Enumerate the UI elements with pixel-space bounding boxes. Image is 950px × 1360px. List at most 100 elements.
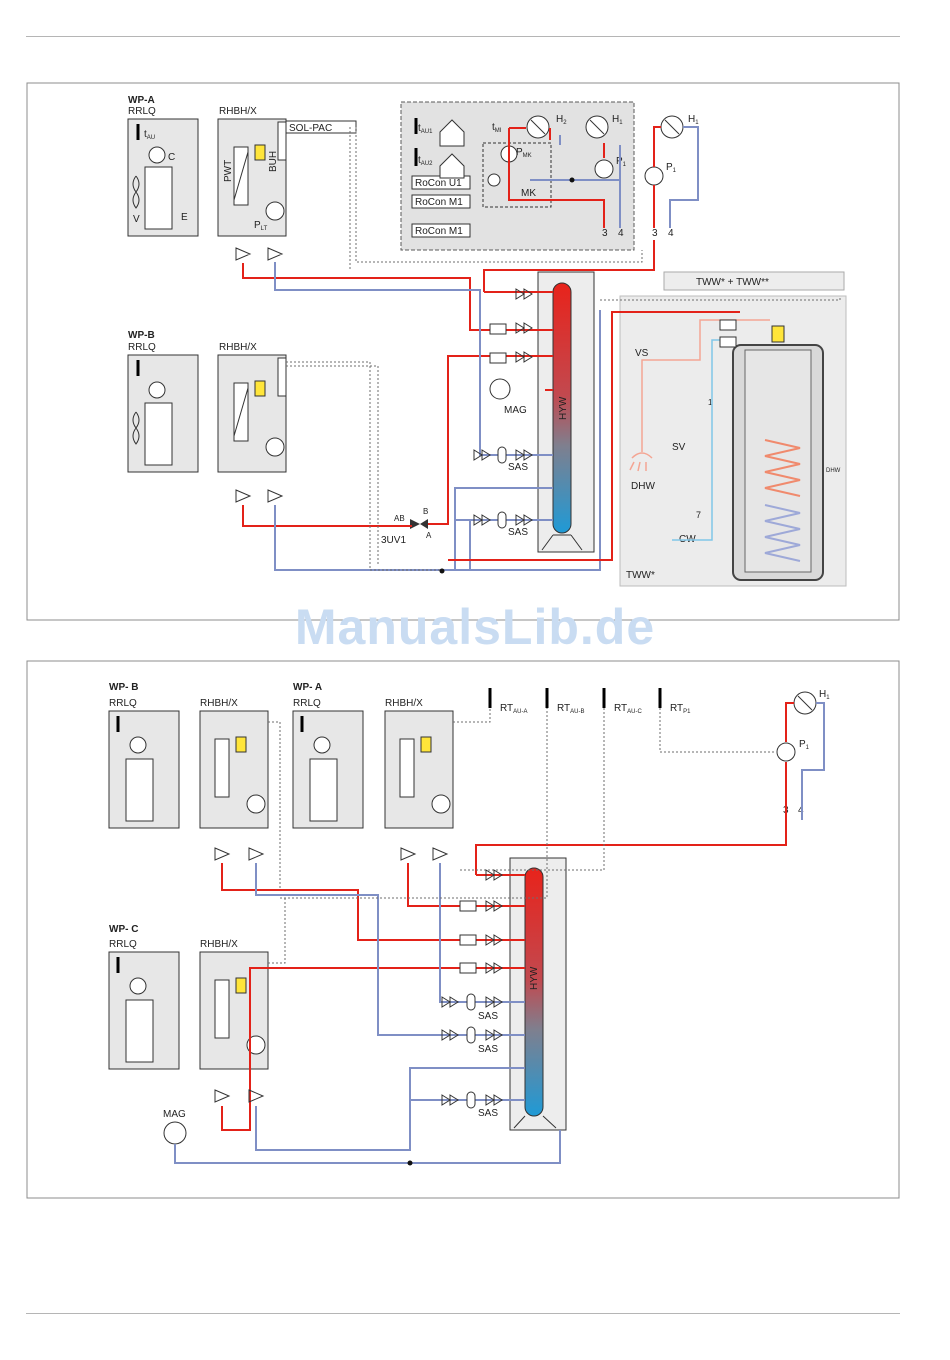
mixer-module-box — [482, 142, 552, 208]
fan-label: V — [133, 214, 140, 225]
unit-labels: C V E PWT BUH tAU PLT — [133, 129, 279, 232]
sensor-tau1-label: tAU1 — [418, 123, 433, 135]
plate-heat-exchanger — [399, 738, 415, 798]
electric-heater-icon — [771, 325, 785, 343]
vs-label: VS — [635, 348, 649, 359]
wp-c-bottom-title: WP- C — [109, 924, 138, 935]
tww-label: TWW* + TWW** — [696, 277, 769, 288]
hyw-tank — [552, 282, 572, 534]
sas-bottom-label-3: SAS — [478, 1108, 498, 1119]
pump-p1-icon — [594, 159, 614, 179]
a-label: A — [426, 531, 432, 540]
wp-b-bottom-title: WP- B — [109, 682, 138, 693]
supply-pipe — [242, 240, 655, 527]
wp-b-indoor-label: RHBH/X — [219, 342, 257, 353]
b-label: B — [423, 507, 428, 516]
h1-label: H1 — [612, 114, 623, 126]
phe-diagonal — [233, 151, 249, 201]
mag-bottom-icon — [163, 1121, 187, 1145]
rt-au-c-label: RTAU-C — [614, 703, 642, 715]
buh-label: BUH — [268, 151, 279, 172]
three-label: 3 — [602, 228, 608, 239]
backup-heater-icon — [254, 380, 266, 397]
return-pipe — [174, 702, 825, 1164]
pump-p1-outside-icon — [644, 166, 664, 186]
expansion-valve-label: E — [181, 212, 188, 223]
pump-plt-icon — [265, 437, 285, 457]
thermometer-icon — [488, 688, 662, 708]
rocon-m1-box-b — [411, 223, 471, 238]
top-panel: RoCon U1 RoCon M1 RoCon M1 tAU1 tAU2 tMI… — [26, 82, 900, 621]
radiator-slash — [664, 119, 680, 135]
coil-cold — [764, 504, 801, 562]
coil-hot — [764, 439, 801, 497]
valve-symbols-bottom — [214, 847, 503, 1109]
wp-a-bottom-indoor-label: RHBH/X — [385, 698, 423, 709]
shower-icon — [629, 452, 653, 472]
wp-a-title: WP-A — [128, 95, 155, 106]
h1-bottom-label: H1 — [819, 689, 830, 701]
compressor-icon — [148, 146, 166, 164]
pump-plt-icon — [265, 201, 285, 221]
rt-au-a-label: RTAU-A — [500, 703, 528, 715]
sas-label-2: SAS — [508, 527, 528, 538]
dhw-small-label: DHW — [826, 468, 841, 474]
h2-label: H2 — [556, 114, 567, 126]
fan-box — [125, 758, 154, 822]
pipe-junction — [439, 568, 445, 574]
tau-label: tAU — [144, 129, 155, 141]
rt-p1-label: RTP1 — [670, 703, 691, 715]
rocon-m1-label-a: RoCon M1 — [415, 197, 463, 208]
control-wire — [268, 708, 776, 964]
radiator-slash — [530, 119, 546, 135]
p1-bottom-label: P1 — [799, 739, 810, 751]
h1-outside-label: H1 — [688, 114, 699, 126]
pump-plt-icon — [431, 794, 451, 814]
wp-a-bottom-title: WP- A — [293, 682, 322, 693]
ab-label: AB — [394, 514, 405, 523]
backup-heater-icon — [235, 977, 247, 994]
tww-supply-pipe — [448, 311, 740, 561]
wp-b-bottom-outdoor-label: RRLQ — [109, 698, 137, 709]
wp-b-bottom-indoor-label: RHBH/X — [200, 698, 238, 709]
plt-label: PLT — [254, 220, 268, 232]
sol-pac-label: SOL-PAC — [289, 123, 332, 134]
valve-box — [719, 319, 737, 331]
fan-box — [125, 999, 154, 1063]
backup-heater-icon — [420, 736, 432, 753]
hyw-tank — [524, 867, 544, 1117]
compressor-icon — [129, 977, 147, 995]
pipe-junction — [569, 177, 575, 183]
compressor-icon — [148, 381, 166, 399]
wp-b-outdoor-label: RRLQ — [128, 342, 156, 353]
mag-icon — [489, 378, 511, 400]
hyw-tank-foot — [541, 534, 583, 551]
hyw-tank-foot — [513, 1115, 557, 1129]
fan-icon — [132, 411, 140, 445]
supply-pipe — [221, 702, 794, 1131]
return-pipe — [530, 135, 621, 228]
top-frame — [26, 82, 900, 621]
control-wire — [286, 127, 841, 571]
compressor-label: C — [168, 152, 175, 163]
pump-plt-icon — [246, 1035, 266, 1055]
house-icon — [439, 119, 465, 147]
pump-p1-icon — [776, 742, 796, 762]
hyw-bottom-label: HYW — [529, 966, 540, 990]
one-label: 1 — [708, 398, 713, 407]
compressor-icon — [129, 736, 147, 754]
uv1-label: 3UV1 — [381, 535, 406, 546]
four-outside-label: 4 — [668, 228, 674, 239]
plate-heat-exchanger — [214, 738, 230, 798]
bottom-rule — [26, 1313, 900, 1314]
wp-a-bottom-outdoor-label: RRLQ — [293, 698, 321, 709]
sas-bottom-label-1: SAS — [478, 1011, 498, 1022]
bottom-panel: WP- B RRLQ RHBH/X WP- A RRLQ RHBH/X WP- … — [26, 660, 900, 1199]
sensor-tau2-label: tAU2 — [418, 155, 433, 167]
fan-box — [144, 166, 173, 230]
sensor-tmi-label: tMI — [492, 122, 502, 134]
three-outside-label: 3 — [652, 228, 658, 239]
rocon-m1-box-a — [411, 194, 471, 209]
p1-outside-label: P1 — [666, 162, 677, 174]
